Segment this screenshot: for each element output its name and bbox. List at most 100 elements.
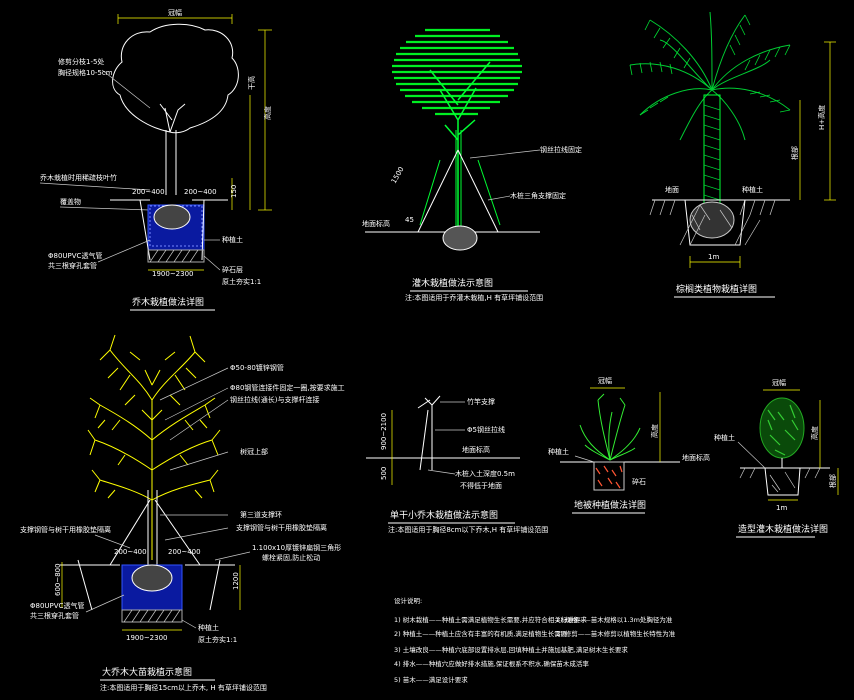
label-7-4: 螺栓紧固,防止松动 <box>262 553 320 562</box>
diagram-groundcover: 冠幅 高度 种植土 地面标高 碎石 地被种植做法详图 <box>548 376 710 514</box>
palm-fronds <box>629 11 791 141</box>
gc-side-dim: 高度 <box>650 424 659 438</box>
label-soil-3: 种植土 <box>742 185 763 194</box>
label-pipe2-4: 共三根穿孔套管 <box>30 611 79 620</box>
title-groundcover: 地被种植做法详图 <box>574 499 646 511</box>
label-base-4: 原土夯实1:1 <box>198 635 237 644</box>
title-tree-planting: 乔木栽植做法详图 <box>132 296 204 308</box>
crown-width-dim: 冠幅 <box>168 8 182 17</box>
ss-label-l: 种植土 <box>714 433 735 442</box>
label-3-5: 地面标高 <box>462 445 490 454</box>
label-2-5: Φ5钢丝拉线 <box>467 425 505 434</box>
dim-h-5: 900~2100 <box>380 413 388 450</box>
label-left-4: 支撑钢管与树干用橡胶垫隔离 <box>20 525 111 534</box>
label-top-4: Φ50-80镀锌钢管 <box>230 363 284 372</box>
dim-left: 200~400 <box>132 188 165 196</box>
dim-angle: 45 <box>405 216 414 224</box>
dim-bottom: 1900~2300 <box>152 270 194 278</box>
label-4-4: 第三道支撑环 <box>240 510 282 519</box>
tree-branches <box>159 103 186 133</box>
note-line-3: 3) 土壤改良——种植穴底部设置排水层,回填种植土并施加基肥,满足树木生长要求 <box>394 645 628 654</box>
palm-height-dim: H+高度 <box>817 105 826 130</box>
title-large-tree: 大乔木大苗栽植示意图 <box>102 666 192 678</box>
dim-bottom-4: 1900~2300 <box>126 634 168 642</box>
dim-side-r-4: 1200 <box>232 572 240 590</box>
label-spread: 乔木栽植时用稀疏枝叶竹 <box>40 173 117 182</box>
diagram-small-tree: 900~2100 500 竹竿支撑 Φ5钢丝拉线 地面标高 木桩入土深度0.5m… <box>366 395 548 534</box>
yellow-tree-branches <box>87 334 221 560</box>
gc-pit <box>593 461 625 491</box>
note-right-1: 2) 规格——苗木规格以1.3m处胸径为准 <box>556 615 673 624</box>
note-line-5: 5) 苗木——满足设计要求 <box>394 675 468 684</box>
root-ball-4 <box>131 564 173 592</box>
ss-top-dim: 冠幅 <box>772 378 786 387</box>
ss-width-dim: 1m <box>776 504 787 512</box>
label-pipe2: 共三根穿孔套管 <box>48 261 97 270</box>
label-stake: 木桩三角支撑固定 <box>510 191 566 200</box>
subtitle-shrub: 注:本图适用于乔灌木栽植,H 有草坪铺设范围 <box>405 293 543 302</box>
title-shrub-planting: 灌木栽植做法示意图 <box>412 277 493 289</box>
palm-trunk <box>703 94 721 216</box>
subtitle-small-tree: 注:本图适用于胸径8cm以下乔木,H 有草坪铺设范围 <box>388 525 548 534</box>
note-right-2: 3) 修剪——苗木修剪以植物生长特性为准 <box>556 629 676 638</box>
diagram-large-tree: Φ50-80镀锌钢管 Φ80钢管连接件固定一圈,按要求施工 钢丝拉线(通长)与支… <box>20 334 345 692</box>
palm-root-ball <box>689 201 735 239</box>
subtitle-large-tree: 注:本图适用于胸径15cm以上乔木, H 有草坪铺设范围 <box>100 683 267 692</box>
label-ground-2: 地面标高 <box>362 219 390 228</box>
dim-side-l-4: 600~800 <box>54 563 62 596</box>
groundcover-plant <box>579 393 641 461</box>
note-line-4: 4) 排水——种植穴应做好排水措施,保证根系不积水,确保苗木成活率 <box>394 659 589 668</box>
diagram-palm-planting: 地面 种植土 H+高度 根部 1m 棕榈类植物栽植详图 <box>629 11 836 298</box>
gc-label-l: 种植土 <box>548 447 569 456</box>
ss-side-dim2: 根部 <box>828 474 837 488</box>
diagram-shrub-planting: 1500 45 钢丝拉线固定 木桩三角支撑固定 地面标高 灌木栽植做法示意图 注… <box>362 28 582 302</box>
root-ball-2 <box>442 225 478 251</box>
label-3-4: 树冠上部 <box>240 447 268 456</box>
label-1-4: Φ80钢管连接件固定一圈,按要求施工 <box>230 383 345 392</box>
palm-width-dim: 1m <box>708 253 719 261</box>
gc-label-r: 地面标高 <box>682 453 710 462</box>
label-5-5: 不得低于地面 <box>460 481 502 490</box>
label-6-4: 1.100x10厚镀锌扁钢三角形 <box>252 543 341 552</box>
title-palm-planting: 棕榈类植物栽植详图 <box>676 283 757 295</box>
gc-top-dim: 冠幅 <box>598 376 612 385</box>
diagram-shaped-shrub: 冠幅 高度 根部 种植土 1m 造型灌木栽植做法详图 <box>714 378 839 538</box>
root-ball <box>153 204 191 230</box>
small-tree-trunk <box>417 395 441 470</box>
design-notes: 设计说明: 1) 树木栽植——种植土需满足植物生长需要,并应符合相关标准要求 2… <box>394 596 676 684</box>
palm-height-dim2: 根部 <box>790 146 799 160</box>
title-small-tree: 单干小乔木栽植做法示意图 <box>390 509 498 521</box>
dim-b-5: 500 <box>380 467 388 480</box>
label-pipe: Φ80UPVC透气管 <box>48 251 102 260</box>
dim-height-2: 1500 <box>390 166 406 185</box>
palm-pit <box>684 199 746 246</box>
label-mulch: 覆盖物 <box>60 197 81 206</box>
label-4-5: 木桩入土深度0.5m <box>455 469 515 478</box>
label-5-4: 支撑钢管与树干用橡胶垫隔离 <box>236 523 327 532</box>
label-gravel: 碎石层 <box>222 265 243 274</box>
label-ground-3: 地面 <box>665 185 679 194</box>
note-line-1: 1) 树木栽植——种植土需满足植物生长需要,并应符合相关标准要求 <box>394 615 587 624</box>
label-soil-4: 种植土 <box>198 623 219 632</box>
root-dim: 150 <box>230 185 238 198</box>
label-wire: 钢丝拉线固定 <box>540 145 582 154</box>
height-dim2: 干高 <box>247 76 256 90</box>
title-shaped-shrub: 造型灌木栽植做法详图 <box>738 523 828 535</box>
ss-side-dim: 高度 <box>810 426 819 440</box>
tree-branches-green <box>429 61 491 230</box>
label-base: 原土夯实1:1 <box>222 277 261 286</box>
tree-crown-outline <box>112 23 239 134</box>
notes-header: 设计说明: <box>394 596 422 605</box>
dim-right: 200~400 <box>184 188 217 196</box>
label-prune: 修剪分枝1-5处 <box>58 57 104 66</box>
height-dim: 高度 <box>263 106 272 120</box>
label-1-5: 竹竿支撑 <box>467 397 495 406</box>
label-pipe-4: Φ80UPVC透气管 <box>30 601 84 610</box>
label-2-4: 钢丝拉线(通长)与支撑杆连接 <box>230 395 319 404</box>
ss-pit <box>764 467 801 496</box>
label-prune2: 胸径规格10-5cm <box>58 68 113 77</box>
dim-l-4: 200~400 <box>114 548 147 556</box>
diagram-tree-planting: 冠幅 修剪分枝1-5处 胸径规格10-5cm 高度 干高 150 乔木栽植时用稀… <box>39 8 272 311</box>
dim-r-4: 200~400 <box>168 548 201 556</box>
